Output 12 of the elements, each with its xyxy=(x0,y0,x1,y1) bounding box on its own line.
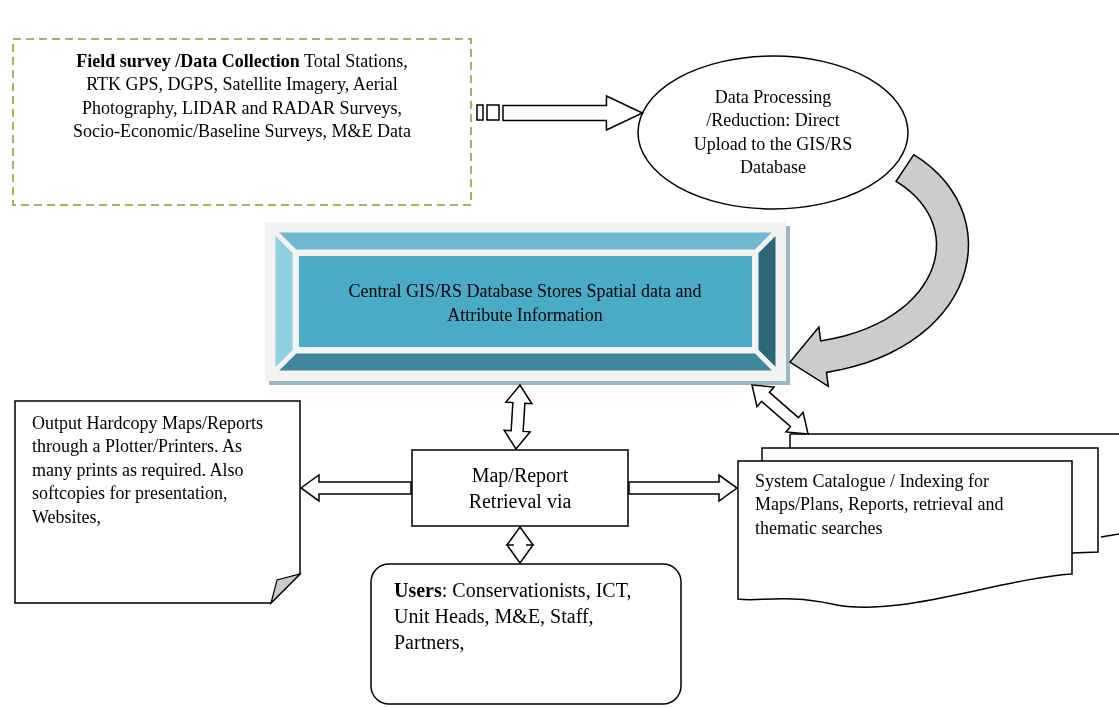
block-arrow xyxy=(476,94,645,132)
box-text: Map/Report Retrieval via xyxy=(467,463,573,514)
block-arrow xyxy=(628,473,739,503)
block-arrow xyxy=(299,473,412,503)
box-text: Output Hardcopy Maps/Reports through a Plotter/Printers. As many prints as required. Also softcopies for presentation, Websites, xyxy=(32,412,264,529)
block-arrow xyxy=(505,525,535,565)
box-text: Field survey /Data Collection Total Stations, RTK GPS, DGPS, Satellite Imagery, Aerial Photography, LIDAR and RADAR Surveys, Socio-Economic/Baseline Surveys, M&E Data xyxy=(72,50,412,144)
box-text: Central GIS/RS Database Stores Spatial data and Attribute Information xyxy=(347,280,703,327)
block-arrow xyxy=(502,383,534,451)
box-text: Users: Conservationists, ICT, Unit Heads, M&E, Staff, Partners, xyxy=(394,578,633,655)
block-arrow xyxy=(751,384,809,435)
box-text: Data Processing /Reduction: Direct Upload to the GIS/RS Database xyxy=(693,85,853,179)
